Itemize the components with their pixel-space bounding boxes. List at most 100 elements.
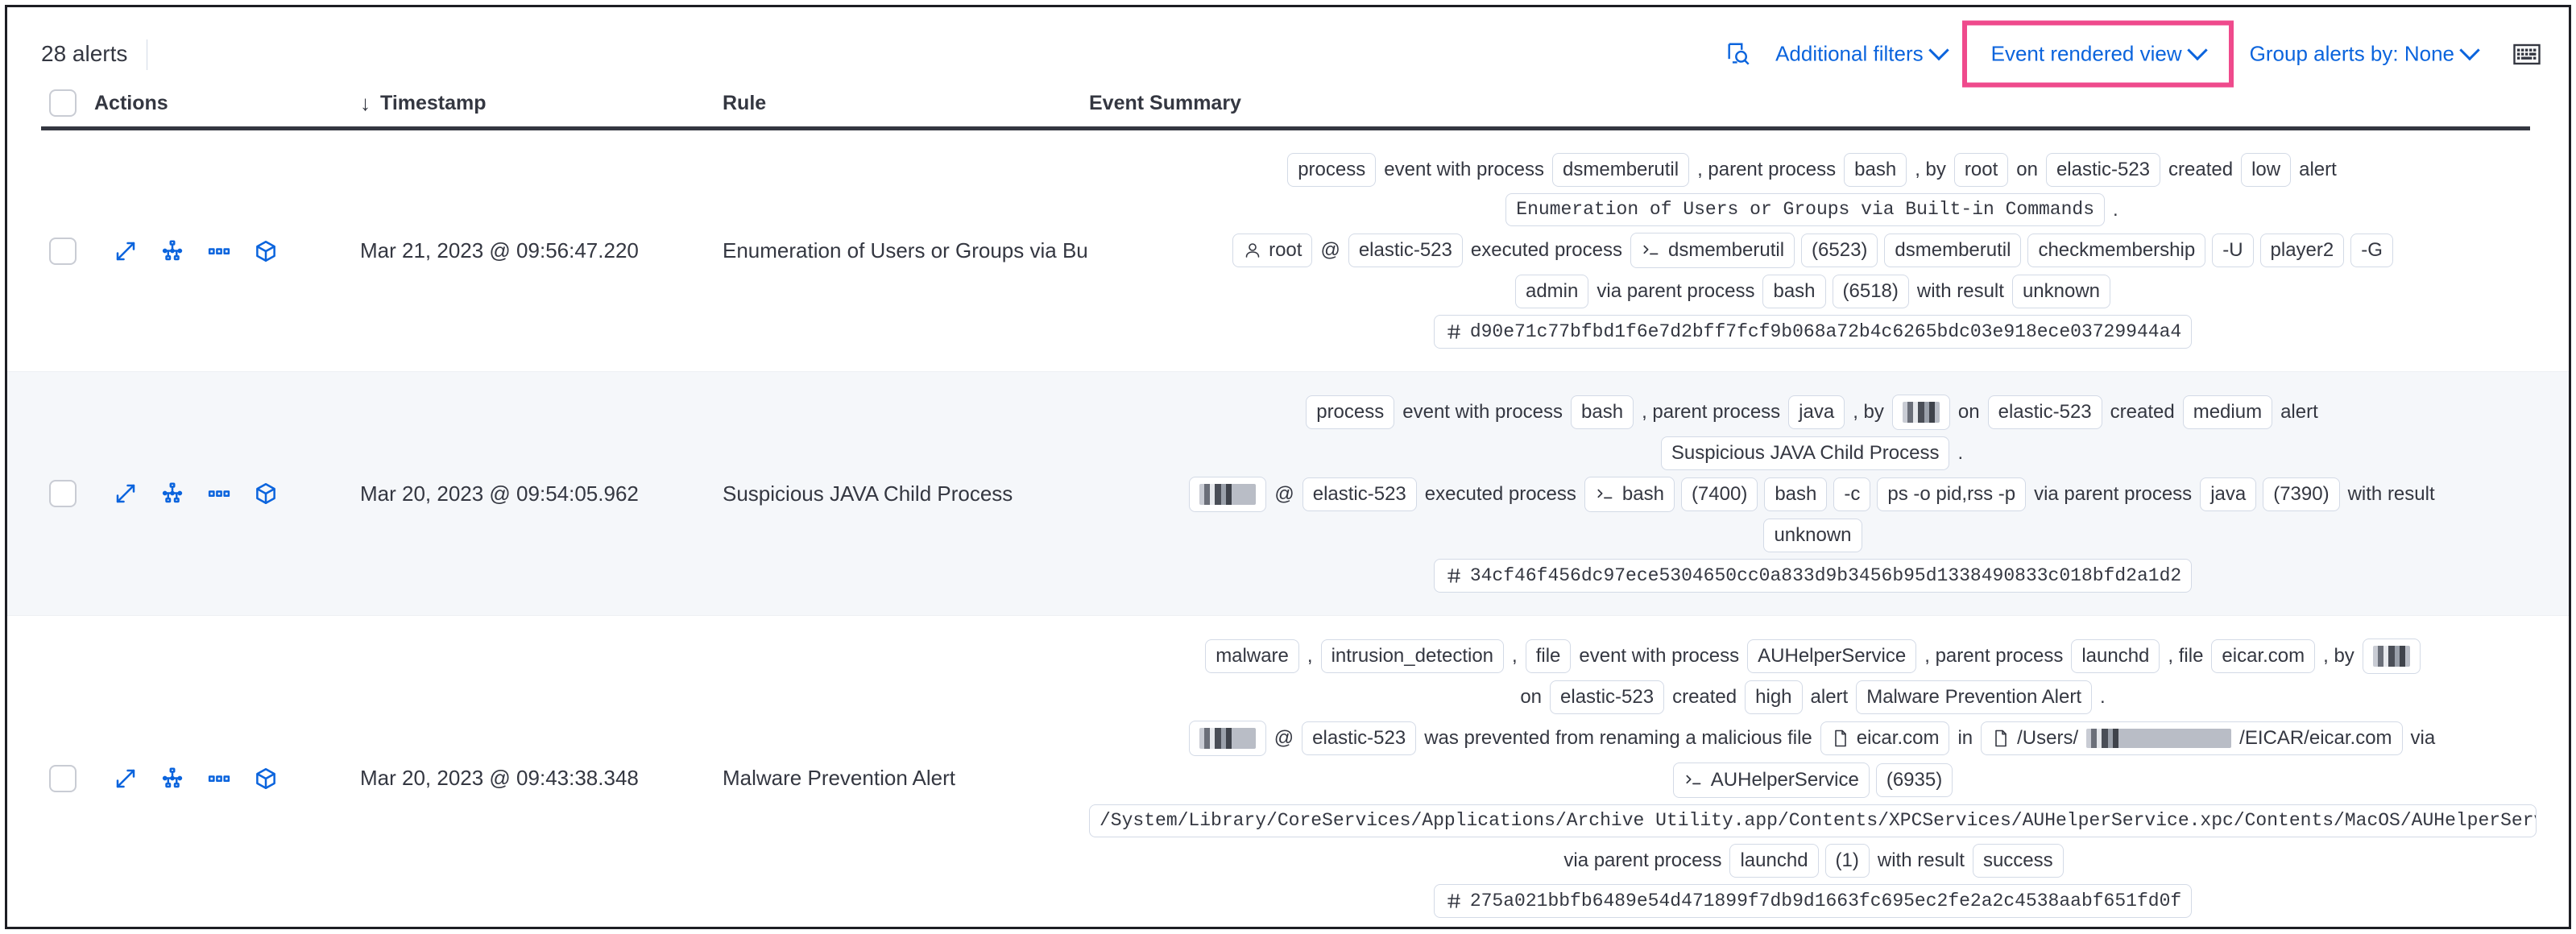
summary-chip[interactable]: (7390) [2263,477,2340,511]
summary-chip[interactable]: process [1287,153,1377,187]
summary-chip[interactable]: medium [2182,395,2273,429]
summary-chip[interactable]: -U [2212,234,2254,267]
summary-chip[interactable]: unknown [1763,519,1862,552]
summary-chip[interactable]: bash [1844,153,1907,187]
alert-count-label: 28 alerts [41,41,128,66]
summary-chip[interactable]: elastic-523 [1987,395,2102,429]
additional-filters-button[interactable]: Additional filters [1764,37,1957,72]
summary-chip[interactable] [1891,395,1950,430]
summary-chip[interactable]: dsmemberutil [1552,153,1690,187]
summary-chip[interactable]: checkmembership [2027,234,2206,267]
analyzer-icon[interactable] [160,767,184,791]
summary-chip[interactable]: (6518) [1832,275,1909,308]
summary-chip[interactable]: process [1306,395,1395,429]
row-select-checkbox[interactable] [49,480,94,507]
column-header-timestamp[interactable]: ↓ Timestamp [360,92,723,115]
session-view-cube-icon[interactable] [254,239,278,263]
summary-chip[interactable]: bash [1584,477,1675,512]
summary-chip[interactable]: bash [1764,477,1828,511]
select-all-checkbox[interactable] [49,89,94,117]
summary-chip[interactable]: success [1972,844,2064,878]
summary-chip[interactable]: intrusion_detection [1320,639,1505,673]
summary-chip[interactable]: eicar.com [2211,639,2316,673]
summary-chip[interactable]: Enumeration of Users or Groups via Built… [1505,193,2106,226]
summary-chip[interactable]: low [2241,153,2292,187]
session-view-cube-icon[interactable] [254,767,278,791]
expand-icon[interactable] [114,239,138,263]
summary-text: executed process [1424,483,1576,505]
summary-chip[interactable] [2362,639,2421,674]
summary-chip[interactable]: (7400) [1680,477,1758,511]
summary-chip[interactable]: root [1953,153,2009,187]
summary-chip[interactable]: file [1525,639,1572,673]
event-summary-line: /System/Library/CoreServices/Application… [1089,801,2537,841]
summary-chip[interactable]: elastic-523 [2045,153,2161,187]
summary-chip[interactable]: /System/Library/CoreServices/Application… [1089,804,2537,837]
summary-chip[interactable]: -c [1833,477,1871,511]
summary-chip[interactable]: elastic-523 [1302,477,1417,511]
summary-chip[interactable]: elastic-523 [1550,680,1665,714]
summary-text: on [1520,686,1543,708]
summary-chip[interactable]: elastic-523 [1302,721,1417,755]
summary-chip[interactable]: (6935) [1875,763,1953,797]
inspect-search-icon[interactable] [1721,36,1756,72]
summary-chip[interactable]: Malware Prevention Alert [1856,680,2092,714]
expand-icon[interactable] [114,767,138,791]
column-header-event-summary[interactable]: Event Summary [1089,91,1241,114]
analyzer-icon[interactable] [160,481,184,506]
summary-chip[interactable]: 34cf46f456dc97ece5304650cc0a833d9b3456b9… [1433,559,2193,593]
summary-chip[interactable]: player2 [2259,234,2345,267]
session-view-cube-icon[interactable] [254,481,278,506]
more-actions-icon[interactable] [207,239,231,263]
redacted-value [2372,646,2410,667]
event-rendered-view-button[interactable]: Event rendered view [1980,37,2216,72]
expand-icon[interactable] [114,481,138,506]
summary-chip[interactable]: launchd [1729,844,1819,878]
more-actions-icon[interactable] [207,767,231,791]
summary-chip[interactable]: (1) [1824,844,1870,878]
summary-chip[interactable]: ps -o pid,rss -p [1877,477,2027,511]
summary-chip[interactable]: Suspicious JAVA Child Process [1660,436,1950,470]
summary-chip[interactable] [1189,477,1267,512]
summary-chip[interactable]: dsmemberutil [1884,234,2022,267]
toolbar-controls: Additional filters Event rendered view G… [1721,20,2545,88]
summary-chip[interactable]: high [1745,680,1803,714]
summary-chip[interactable]: java [2200,477,2257,511]
summary-chip[interactable]: (6523) [1801,234,1878,267]
row-select-checkbox[interactable] [49,764,94,792]
analyzer-icon[interactable] [160,239,184,263]
summary-chip[interactable]: elastic-523 [1348,234,1463,267]
summary-chip[interactable]: admin [1514,275,1589,308]
summary-chip[interactable]: launchd [2071,639,2160,673]
row-rule-name: Enumeration of Users or Groups via Bui [723,238,1089,262]
summary-chip[interactable]: root [1232,234,1313,267]
column-header-rule[interactable]: Rule [723,91,767,114]
summary-chip[interactable]: 275a021bbfb6489e54d471899f7db9d1663fc695… [1433,884,2193,918]
group-alerts-by-button[interactable]: Group alerts by: None [2238,37,2488,72]
column-header-actions[interactable]: Actions [94,91,168,114]
summary-chip[interactable]: -G [2350,234,2393,267]
summary-chip-label: (1) [1835,849,1859,871]
keyboard-shortcut-icon[interactable] [2509,36,2545,72]
summary-chip[interactable]: eicar.com [1820,721,1950,755]
row-select-checkbox[interactable] [49,237,94,265]
summary-chip[interactable]: d90e71c77bfbd1f6e7d2bff7fcf9b068a72b4c62… [1433,315,2193,349]
summary-chip[interactable]: AUHelperService [1747,639,1917,673]
summary-chip-label: admin [1525,280,1579,302]
summary-chip[interactable]: /Users//EICAR/eicar.com [1981,721,2403,755]
summary-chip[interactable]: malware [1205,639,1299,673]
summary-chip[interactable] [1188,721,1266,756]
summary-chip[interactable]: AUHelperService [1672,762,1870,798]
more-actions-icon[interactable] [207,481,231,506]
summary-chip[interactable]: unknown [2011,275,2111,308]
row-rule-name: Suspicious JAVA Child Process [723,481,1013,506]
summary-chip[interactable]: bash [1571,395,1634,429]
summary-chip[interactable]: bash [1762,275,1826,308]
summary-chip[interactable]: dsmemberutil [1630,233,1795,268]
summary-chip[interactable]: java [1788,395,1845,429]
